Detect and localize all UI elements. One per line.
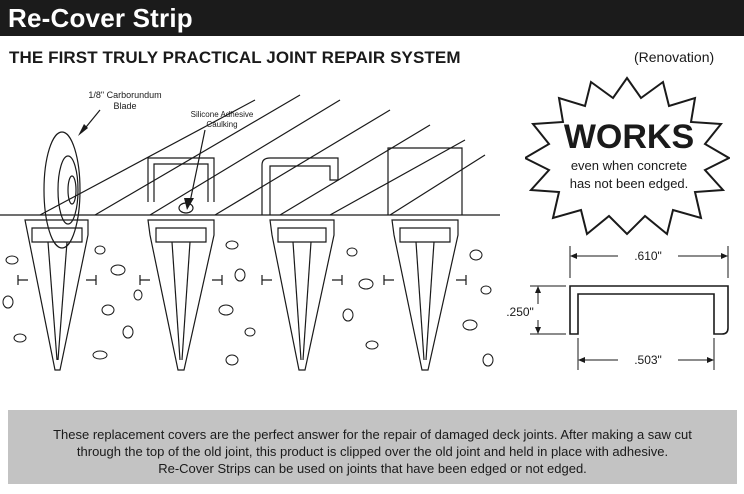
description-box: These replacement covers are the perfect… [8,410,737,484]
description-line-1: These replacement covers are the perfect… [53,427,692,442]
badge-line-1: even when concrete [571,158,687,173]
header-bar: Re-Cover Strip [0,0,744,36]
category-tag: (Renovation) [634,49,715,65]
description-line-3: Re-Cover Strips can be used on joints th… [158,461,587,476]
saw-blade-icon [43,131,81,249]
badge-line-2: has not been edged. [570,176,689,191]
description-line-2: through the top of the old joint, this p… [76,444,669,459]
starburst-icon [525,76,730,236]
subtitle: THE FIRST TRULY PRACTICAL JOINT REPAIR S… [9,48,461,67]
caulk-label-2: Caulking [206,120,237,129]
joint-3 [261,157,343,371]
joint-1 [17,219,97,371]
works-badge: WORKS even when concrete has not been ed… [525,76,730,236]
joint-4 [383,147,467,371]
badge-headline: WORKS [564,118,694,156]
blade-label-1: 1/8" Carborundum [88,90,161,100]
joint-repair-illustration: 1/8" Carborundum Blade Silicone Adhesive… [0,90,500,371]
dimension-width-top: .610" [634,249,662,263]
dimension-height: .250" [506,305,534,319]
dimension-width-bottom: .503" [634,353,662,367]
joint-2 [139,157,223,371]
caulk-label-1: Silicone Adhesive [191,110,254,119]
blade-label-2: Blade [113,101,136,111]
page-title: Re-Cover Strip [8,3,193,33]
profile-dimension-drawing: .610" .250" .503" [506,246,729,370]
